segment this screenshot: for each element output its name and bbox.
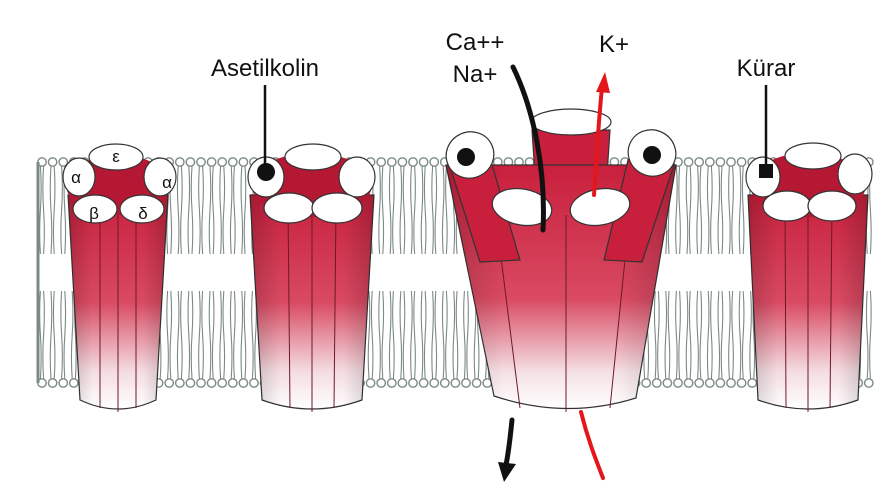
acetylcholine-molecule-left [457,148,475,166]
receptor-channel-open [439,109,684,412]
inward-arrow-head [498,462,516,482]
label-sodium: Na+ [453,61,498,88]
receptor-channel-resting: ε α α β δ [63,144,176,412]
subunit-alpha-left-label: α [71,168,81,187]
lipid-heads-bottom [38,379,873,387]
subunit-delta-label: δ [138,204,147,223]
receptor-channel-curare-blocked [746,143,872,412]
label-potassium: K+ [599,31,629,58]
label-acetylcholine: Asetilkolin [211,55,319,82]
label-calcium: Ca++ [446,29,505,56]
curare-molecule [759,164,773,178]
label-curare: Kürar [737,55,796,82]
subunit-alpha-right-label: α [162,173,172,192]
outward-arrow-head [596,72,610,93]
subunit-epsilon-label: ε [112,147,120,166]
acetylcholine-molecule-right [643,146,661,164]
receptor-channel-acetylcholine-bound [248,144,375,412]
subunit-beta-label: β [89,204,99,223]
lipid-tails-bottom [40,291,872,379]
